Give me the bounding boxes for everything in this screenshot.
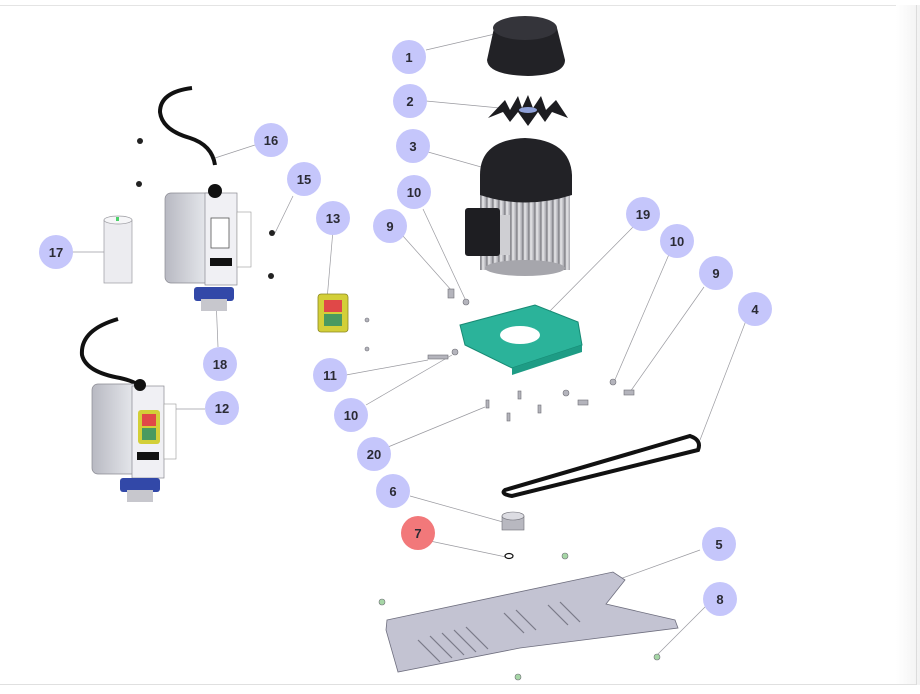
switch-part (317, 293, 349, 333)
callout-10-right[interactable]: 10 (660, 224, 694, 258)
fan-cover-part (487, 16, 565, 76)
capacitor-part (103, 215, 133, 284)
switch-box-assembly-part (79, 317, 177, 502)
callout-16[interactable]: 16 (254, 123, 288, 157)
frame-top-border (0, 5, 916, 6)
screw-part (268, 273, 274, 279)
callout-3[interactable]: 3 (396, 129, 430, 163)
pulley-part (501, 511, 525, 531)
callout-10-top[interactable]: 10 (397, 175, 431, 209)
callout-15[interactable]: 15 (287, 162, 321, 196)
callout-9-left[interactable]: 9 (373, 209, 407, 243)
cable-clip-part (136, 181, 142, 187)
retaining-ring-part (504, 552, 514, 560)
base-tray-part (385, 571, 679, 673)
callout-5[interactable]: 5 (702, 527, 736, 561)
scrollbar-edge (916, 5, 917, 685)
motor-bracket-part (459, 304, 583, 375)
callout-11[interactable]: 11 (313, 358, 347, 392)
callout-6[interactable]: 6 (376, 474, 410, 508)
callout-1[interactable]: 1 (392, 40, 426, 74)
callout-8[interactable]: 8 (703, 582, 737, 616)
cable-clip-part (137, 138, 143, 144)
callout-17[interactable]: 17 (39, 235, 73, 269)
callout-7[interactable]: 7 (401, 516, 435, 550)
callout-10-bottom[interactable]: 10 (334, 398, 368, 432)
frame-bottom-border (0, 684, 916, 685)
motor-part (465, 138, 572, 276)
callout-18[interactable]: 18 (203, 347, 237, 381)
callout-19[interactable]: 19 (626, 197, 660, 231)
callout-20[interactable]: 20 (357, 437, 391, 471)
callout-2[interactable]: 2 (393, 84, 427, 118)
power-cable-part (157, 86, 217, 166)
screw-part (269, 230, 275, 236)
fan-part (488, 95, 568, 126)
callout-12[interactable]: 12 (205, 391, 239, 425)
hardware-parts (364, 288, 661, 681)
callout-13[interactable]: 13 (316, 201, 350, 235)
callout-4[interactable]: 4 (738, 292, 772, 326)
switch-box-part (164, 184, 252, 311)
callout-9-right[interactable]: 9 (699, 256, 733, 290)
drive-belt-part (501, 433, 701, 499)
leader-lines (71, 33, 748, 656)
